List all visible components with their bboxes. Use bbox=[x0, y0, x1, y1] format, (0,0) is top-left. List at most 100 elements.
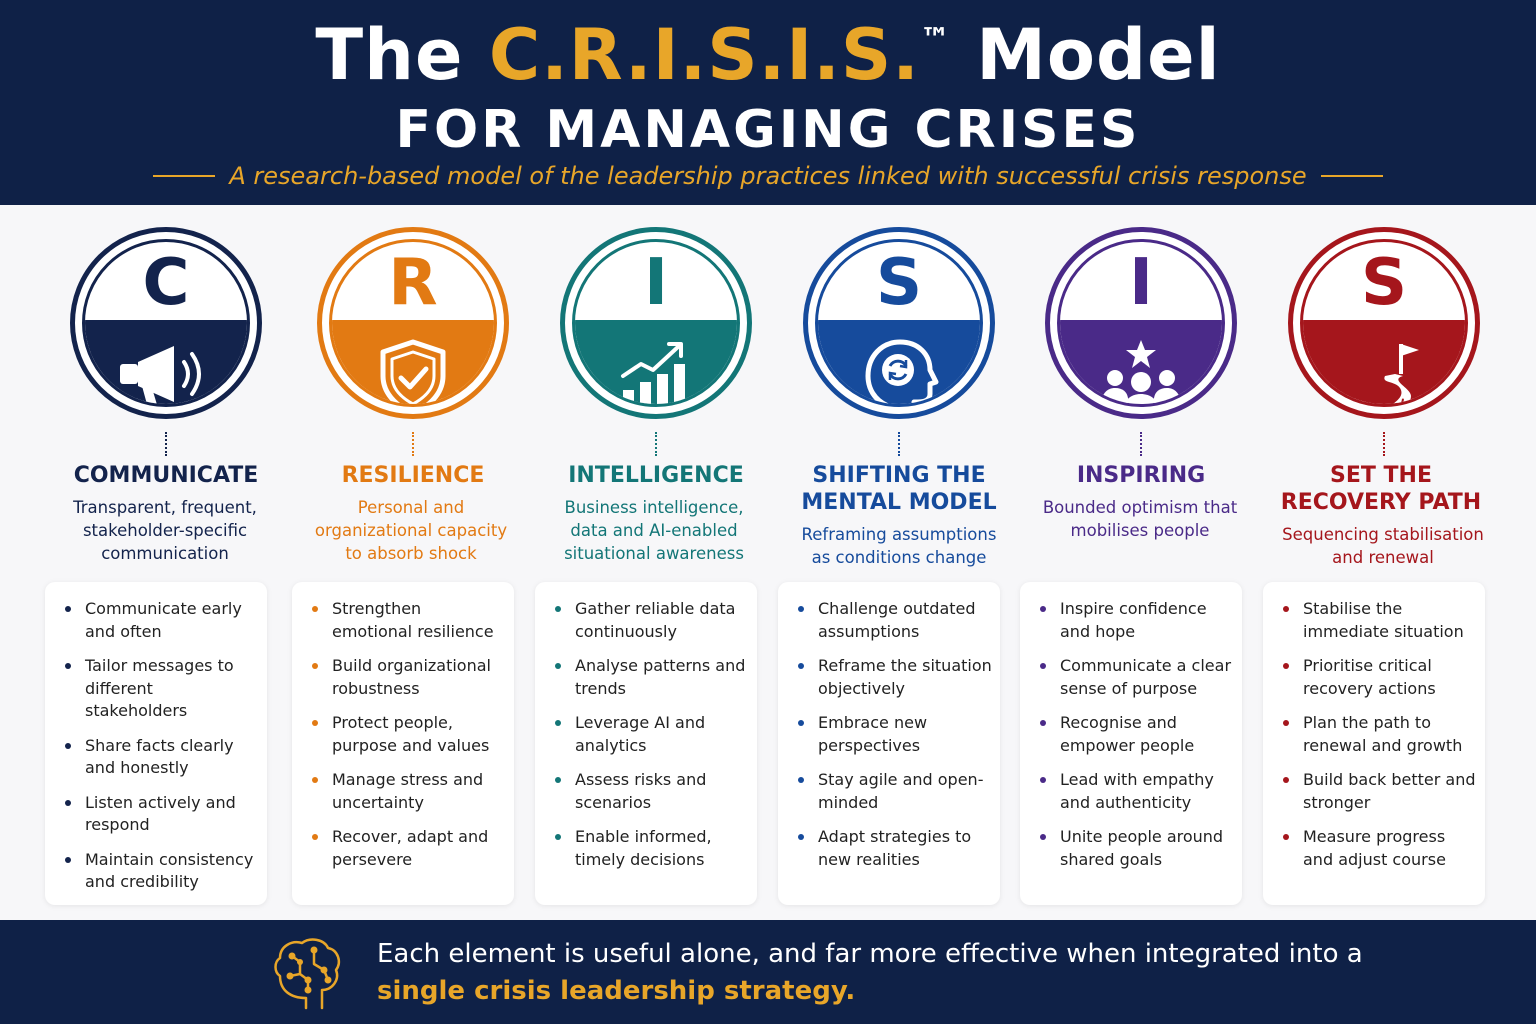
card-item-text: Stay agile and open-minded bbox=[818, 770, 984, 812]
bullet-dot bbox=[312, 834, 318, 840]
subtitle-rule-left bbox=[153, 175, 216, 177]
column-title: SET THE RECOVERY PATH bbox=[1280, 463, 1482, 515]
card-item-text: Build organizational robustness bbox=[332, 656, 491, 698]
bullet-dot bbox=[65, 856, 71, 863]
shield-check-icon bbox=[380, 339, 446, 404]
column-shifting: S SHIFTING THE MENTAL MODEL Reframing as… bbox=[778, 205, 1018, 915]
connector-dots bbox=[655, 432, 657, 456]
medallion: S bbox=[1288, 227, 1480, 419]
column-description: Business intelligence, data and AI-enabl… bbox=[564, 498, 744, 563]
card-item: Stabilise the immediate situation bbox=[1281, 598, 1477, 643]
medallion-lower-band bbox=[1303, 319, 1465, 404]
bullet-dot bbox=[555, 663, 561, 669]
connector-dots bbox=[412, 432, 414, 456]
card-item-text: Gather reliable data continuously bbox=[575, 599, 736, 641]
medallion-inner: R bbox=[329, 239, 497, 407]
card-item: Recognise and empower people bbox=[1038, 712, 1234, 757]
column-title: RESILIENCE bbox=[341, 463, 485, 488]
medallion-letter: R bbox=[388, 246, 438, 320]
card-item-text: Plan the path to renewal and growth bbox=[1303, 713, 1463, 755]
card-item: Gather reliable data continuously bbox=[553, 598, 749, 643]
bullet-dot bbox=[1040, 720, 1046, 726]
team-star-icon bbox=[1101, 339, 1181, 404]
card-item: Unite people around shared goals bbox=[1038, 826, 1234, 871]
bullet-dot bbox=[1040, 777, 1046, 783]
card-item: Communicate a clear sense of purpose bbox=[1038, 655, 1234, 700]
card-item: Listen actively and respond bbox=[63, 792, 259, 837]
column-description: Bounded optimism that mobilises people bbox=[1042, 498, 1238, 540]
card-item-text: Share facts clearly and honestly bbox=[85, 735, 234, 778]
medallion-letter: S bbox=[875, 246, 923, 320]
bullet-dot bbox=[312, 663, 318, 669]
footer-text-main: Each element is useful alone, and far mo… bbox=[377, 939, 1363, 969]
card-item-text: Challenge outdated assumptions bbox=[818, 599, 976, 641]
bullet-dot bbox=[1283, 720, 1289, 726]
megaphone-icon bbox=[120, 345, 201, 404]
medallion: S bbox=[803, 227, 995, 419]
card-item: Enable informed, timely decisions bbox=[553, 826, 749, 871]
card-item: Manage stress and uncertainty bbox=[310, 769, 506, 814]
bullet-dot bbox=[798, 663, 804, 669]
bullet-dot bbox=[555, 777, 561, 783]
bullet-dot bbox=[1283, 606, 1289, 612]
bullet-dot bbox=[65, 663, 71, 669]
card-item-text: Analyse patterns and trends bbox=[575, 656, 746, 698]
growth-chart-icon bbox=[621, 341, 685, 404]
footer-text-highlight: single crisis leadership strategy. bbox=[377, 976, 856, 1006]
title-the: The bbox=[315, 14, 489, 96]
medallion-letter: I bbox=[644, 246, 668, 320]
card-item-text: Prioritise critical recovery actions bbox=[1303, 656, 1436, 698]
card-item-text: Embrace new perspectives bbox=[818, 713, 928, 755]
bullet-dot bbox=[1040, 606, 1046, 612]
subtitle: A research-based model of the leadership… bbox=[229, 162, 1307, 190]
head-refresh-icon bbox=[865, 339, 939, 404]
card-item-text: Manage stress and uncertainty bbox=[332, 770, 484, 812]
medallion-lower-band bbox=[332, 319, 494, 404]
column-description: Transparent, frequent, stakeholder-speci… bbox=[73, 498, 257, 563]
bullet-dot bbox=[798, 720, 804, 726]
medallion: I bbox=[1045, 227, 1237, 419]
medallion: C bbox=[70, 227, 262, 419]
footer-banner: Each element is useful alone, and far mo… bbox=[0, 920, 1536, 1024]
medallion-letter: C bbox=[142, 246, 190, 320]
card-item: Build organizational robustness bbox=[310, 655, 506, 700]
trademark-symbol: ™ bbox=[919, 22, 951, 57]
card-item-text: Listen actively and respond bbox=[85, 792, 236, 835]
card-item-text: Unite people around shared goals bbox=[1060, 827, 1224, 869]
connector-dots bbox=[1140, 432, 1142, 456]
card-item: Challenge outdated assumptions bbox=[796, 598, 992, 643]
card-item: Measure progress and adjust course bbox=[1281, 826, 1477, 871]
card-item-text: Recover, adapt and persevere bbox=[332, 827, 489, 869]
bullet-dot bbox=[1283, 834, 1289, 840]
medallion-inner: I bbox=[1057, 239, 1225, 407]
card-item-text: Lead with empathy and authenticity bbox=[1060, 770, 1214, 812]
column-recovery: S SET THE RECOVERY PATH Sequencing stabi… bbox=[1263, 205, 1503, 915]
page-title: The C.R.I.S.I.S.™ Model bbox=[0, 14, 1536, 96]
footer-message: Each element is useful alone, and far mo… bbox=[377, 936, 1377, 1010]
column-description: Sequencing stabilisation and renewal bbox=[1282, 525, 1484, 567]
card-item: Adapt strategies to new realities bbox=[796, 826, 992, 871]
card-item-text: Adapt strategies to new realities bbox=[818, 827, 972, 869]
card-item-text: Recognise and empower people bbox=[1060, 713, 1195, 755]
connector-dots bbox=[1383, 432, 1385, 456]
card-item: Share facts clearly and honestly bbox=[63, 735, 259, 780]
card-item: Reframe the situation objectively bbox=[796, 655, 992, 700]
bullet-dot bbox=[65, 799, 71, 806]
card-item: Analyse patterns and trends bbox=[553, 655, 749, 700]
page-title-line2: FOR MANAGING CRISES bbox=[395, 100, 1141, 160]
bullet-dot bbox=[312, 720, 318, 726]
bullet-dot bbox=[555, 834, 561, 840]
bullet-dot bbox=[1040, 834, 1046, 840]
column-description: Reframing assumptions as conditions chan… bbox=[801, 525, 997, 567]
card-item-text: Stabilise the immediate situation bbox=[1303, 599, 1464, 641]
column-title: COMMUNICATE bbox=[73, 463, 259, 488]
column-resilience: R RESILIENCE Personal and organizational… bbox=[292, 205, 532, 915]
card-item-text: Strengthen emotional resilience bbox=[332, 599, 494, 641]
bullet-dot bbox=[312, 777, 318, 783]
bullet-dot bbox=[798, 777, 804, 783]
